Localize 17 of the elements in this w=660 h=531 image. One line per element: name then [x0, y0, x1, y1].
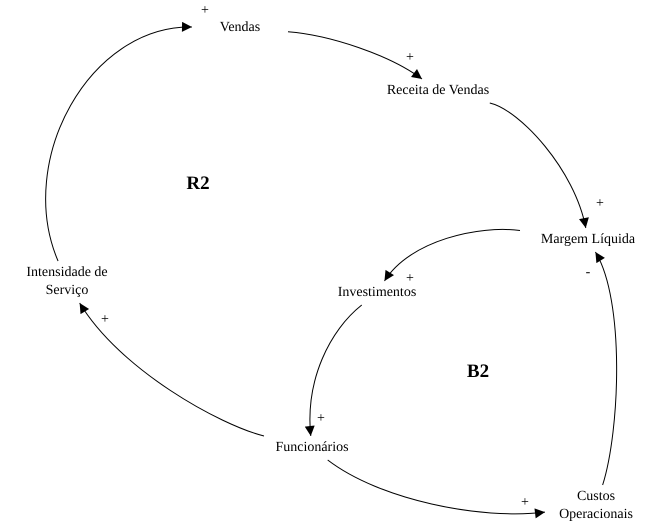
causal-arrow	[45, 22, 192, 262]
variable-label: Intensidade de Serviço	[11, 264, 123, 300]
variable-label: Vendas	[195, 19, 285, 37]
variable-label: Margem Líquida	[523, 231, 653, 249]
loop-label: R2	[186, 172, 210, 196]
causal-arrow	[327, 460, 546, 518]
loop-label: B2	[466, 360, 490, 384]
variable-label: Funcionários	[262, 439, 362, 457]
variable-label: Receita de Vendas	[363, 82, 513, 100]
variable-label: Custos Operacionais	[548, 488, 644, 524]
causal-arrow	[489, 102, 588, 228]
causal-arrow	[384, 229, 520, 282]
variable-label: Investimentos	[322, 284, 432, 302]
causal-arrow	[288, 31, 422, 80]
causal-arrow	[79, 302, 264, 436]
causal-arrow	[594, 252, 618, 486]
causal-arrow	[305, 304, 362, 436]
